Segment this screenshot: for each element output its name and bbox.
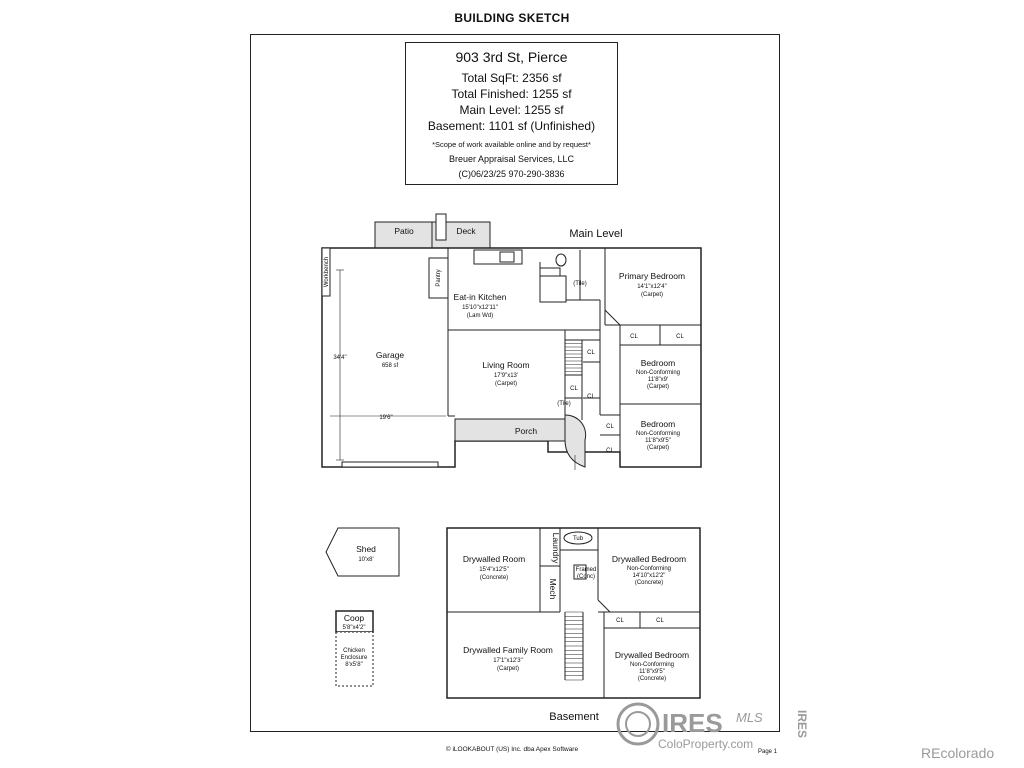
- deck-label: Deck: [456, 226, 476, 236]
- shed-outline: [325, 527, 400, 577]
- living-room-floor: (Carpet): [495, 381, 517, 387]
- closet-label: CL: [570, 386, 578, 392]
- chicken-enclosure-dims: 8'x5'8": [345, 662, 362, 668]
- chicken-enclosure-line1: Chicken: [343, 648, 365, 654]
- closet-label: CL: [606, 448, 614, 454]
- chimney: [435, 213, 447, 241]
- family-room-floor: (Carpet): [497, 666, 519, 672]
- primary-bedroom-dims: 14'1"x12'4": [637, 284, 667, 290]
- closet-label: CL: [676, 334, 684, 340]
- garage-depth: 34'4": [333, 355, 346, 361]
- total-finished: Total Finished: 1255 sf: [451, 87, 572, 101]
- framed-label: Framed: [576, 567, 597, 573]
- closet-label: CL: [616, 618, 624, 624]
- ires-watermark: IRES MLS ColoProperty.com IRES: [616, 702, 809, 751]
- basement-outline: [446, 527, 701, 699]
- garage-name: Garage: [376, 350, 405, 360]
- bedroom3-note: Non-Conforming: [636, 431, 680, 437]
- chicken-enclosure-line2: Enclosure: [341, 655, 368, 661]
- basement-sf: Basement: 1101 sf (Unfinished): [427, 119, 596, 133]
- bath-tile-label: (Tile): [573, 281, 586, 287]
- kitchen-dims: 15'10"x12'11": [462, 305, 498, 311]
- drywalled-room-dims: 15'4"x12'5": [479, 567, 509, 573]
- ires-vertical-text: IRES: [795, 710, 809, 738]
- tub-label: Tub: [573, 536, 584, 542]
- ires-text: IRES: [662, 708, 723, 738]
- framed-floor: (Conc): [577, 574, 595, 580]
- mech-label: Mech: [548, 579, 558, 600]
- address: 903 3rd St, Pierce: [455, 49, 568, 65]
- coloproperty-text: ColoProperty.com: [658, 737, 753, 751]
- workbench-label: Workbench: [324, 257, 330, 287]
- sheet-title: BUILDING SKETCH: [454, 11, 570, 25]
- bedroom-a-dims: 14'10"x12'2": [633, 573, 666, 579]
- bedroom3-dims: 11'8"x9'5": [645, 438, 671, 444]
- coop-name: Coop: [344, 613, 365, 623]
- porch-label: Porch: [515, 426, 537, 436]
- bedroom-b-note: Non-Conforming: [630, 662, 674, 668]
- coop-dims: 5'8"x4'2": [343, 625, 366, 631]
- living-room-name: Living Room: [482, 360, 529, 370]
- laundry-label: Laundry: [551, 533, 561, 564]
- bedroom3-floor: (Carpet): [647, 445, 669, 451]
- bedroom-a-note: Non-Conforming: [627, 566, 671, 572]
- garage-sf: 658 sf: [382, 363, 399, 369]
- copyright-phone: (C)06/23/25 970-290-3836: [458, 169, 565, 179]
- closet-label: CL: [606, 424, 614, 430]
- basement-stair: [565, 611, 583, 681]
- total-sqft: Total SqFt: 2356 sf: [461, 71, 562, 85]
- main-stair: [565, 339, 582, 376]
- recolorado-watermark: REcolorado: [921, 745, 995, 761]
- drywalled-room-floor: (Concrete): [480, 575, 508, 581]
- basement-label: Basement: [549, 711, 599, 723]
- bedroom2-floor: (Carpet): [647, 384, 669, 390]
- bedroom3-name: Bedroom: [641, 419, 676, 429]
- page-number: Page 1: [758, 749, 778, 755]
- bedroom2-dims: 11'8"x9': [648, 377, 668, 383]
- drywalled-room-name: Drywalled Room: [463, 554, 525, 564]
- mls-text: MLS: [736, 710, 763, 725]
- porch-area: [454, 418, 566, 442]
- bedroom-b-dims: 11'8"x9'5": [639, 669, 665, 675]
- chicken-enclosure-outline: [335, 631, 374, 687]
- kitchen-floor: (Lam Wd): [467, 313, 493, 319]
- primary-bedroom-floor: (Carpet): [641, 292, 663, 298]
- ires-logo-icon: [616, 702, 660, 746]
- family-room-name: Drywalled Family Room: [463, 645, 553, 655]
- bedroom-a-name: Drywalled Bedroom: [612, 554, 686, 564]
- software-credit: © iLOOKABOUT (US) Inc. dba Apex Software: [445, 746, 579, 753]
- shed-name: Shed: [356, 544, 376, 554]
- shed-dims: 10'x8': [358, 557, 373, 563]
- primary-bedroom-name: Primary Bedroom: [619, 271, 685, 281]
- bedroom2-name: Bedroom: [641, 358, 676, 368]
- living-room-dims: 17'9"x13': [494, 373, 518, 379]
- bedroom-a-floor: (Concrete): [635, 580, 663, 586]
- family-room-dims: 17'1"x12'3": [493, 658, 523, 664]
- closet-label: CL: [587, 350, 595, 356]
- closet-label: CL: [630, 334, 638, 340]
- hall-tile-label: (Tile): [557, 401, 570, 407]
- main-level-sf: Main Level: 1255 sf: [459, 103, 564, 117]
- bedroom2-note: Non-Conforming: [636, 370, 680, 376]
- patio-label: Patio: [394, 226, 414, 236]
- company-name: Breuer Appraisal Services, LLC: [448, 154, 575, 164]
- kitchen-name: Eat-in Kitchen: [454, 292, 507, 302]
- sketch-sheet: [250, 34, 780, 732]
- scope-note: *Scope of work available online and by r…: [432, 140, 591, 149]
- garage-width: 19'6": [379, 415, 392, 421]
- closet-label: CL: [656, 618, 664, 624]
- pantry-label: Pantry: [436, 269, 442, 286]
- closet-label: CL: [587, 394, 595, 400]
- main-level-label: Main Level: [569, 228, 622, 240]
- bedroom-b-floor: (Concrete): [638, 676, 666, 682]
- info-box: 903 3rd St, Pierce Total SqFt: 2356 sf T…: [405, 42, 618, 185]
- bedroom-b-name: Drywalled Bedroom: [615, 650, 689, 660]
